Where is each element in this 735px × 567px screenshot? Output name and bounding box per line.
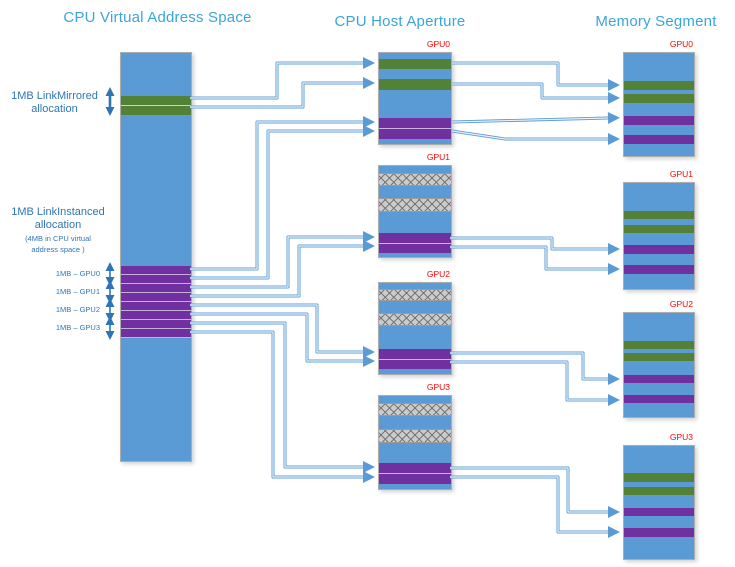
green-stripe xyxy=(624,211,694,219)
green-stripe xyxy=(379,79,451,90)
slice-label-gpu0: 1MB – GPU0 xyxy=(55,269,100,278)
slice-label-gpu1: 1MB – GPU1 xyxy=(55,287,100,296)
hatched-stripe xyxy=(379,173,451,186)
green-stripe xyxy=(624,341,694,349)
purple-stripe xyxy=(379,463,451,473)
purple-stripe xyxy=(624,245,694,254)
hatched-stripe xyxy=(379,198,451,212)
memory-block-gpu0 xyxy=(623,52,695,157)
hatched-stripe xyxy=(379,289,451,301)
purple-stripe xyxy=(379,118,451,128)
memory-block-gpu3 xyxy=(623,445,695,560)
stripe-separator xyxy=(379,359,451,360)
green-stripe xyxy=(624,473,694,482)
hatched-stripe xyxy=(379,403,451,416)
purple-stripe xyxy=(379,233,451,243)
link-instanced-label-line2: allocation xyxy=(34,218,82,231)
memory-block-gpu2 xyxy=(623,312,695,418)
link-mirrored-label-line1: 1MB LinkMirrored xyxy=(11,90,98,102)
title-cpu-host-aperture: CPU Host Aperture xyxy=(334,13,466,30)
purple-stripe xyxy=(624,395,694,403)
aperture-gpu1-tag: GPU1 xyxy=(426,152,450,162)
hatched-stripe xyxy=(379,429,451,443)
stripe-separator xyxy=(121,105,191,106)
green-stripe xyxy=(624,225,694,233)
link-instanced-label-line1: 1MB LinkInstanced xyxy=(11,206,105,218)
purple-stripe xyxy=(379,474,451,484)
title-memory-segment: Memory Segment xyxy=(595,13,717,30)
link-instanced-label: 1MB LinkInstanced allocation (4MB in CPU… xyxy=(6,206,110,255)
cpu-vas-bar xyxy=(120,52,192,462)
aperture-gpu2-tag: GPU2 xyxy=(426,269,450,279)
link-instanced-stripe-band xyxy=(121,266,191,338)
green-stripe xyxy=(379,59,451,69)
purple-stripe xyxy=(624,135,694,144)
aperture-block-gpu3 xyxy=(378,395,452,490)
hatched-stripe xyxy=(379,313,451,326)
title-cpu-virtual-address-space: CPU Virtual Address Space xyxy=(63,9,252,26)
memory-gpu3-tag: GPU3 xyxy=(669,432,693,442)
memory-gpu0-tag: GPU0 xyxy=(669,39,693,49)
link-instanced-note-line1: (4MB in CPU virtual xyxy=(25,234,91,244)
green-stripe xyxy=(624,94,694,103)
link-mirrored-stripe-1 xyxy=(121,96,191,105)
slice-label-gpu3: 1MB – GPU3 xyxy=(55,323,100,332)
link-mirrored-stripe-2 xyxy=(121,106,191,115)
memory-gpu2-tag: GPU2 xyxy=(669,299,693,309)
aperture-block-gpu0 xyxy=(378,52,452,145)
aperture-to-memory-connectors xyxy=(450,61,620,538)
aperture-block-gpu2 xyxy=(378,282,452,375)
stripe-separator xyxy=(379,128,451,129)
purple-stripe xyxy=(624,528,694,537)
green-stripe xyxy=(624,487,694,495)
purple-stripe xyxy=(624,375,694,383)
purple-stripe xyxy=(379,360,451,369)
link-instanced-note-line2: address space ) xyxy=(31,244,85,254)
purple-stripe xyxy=(624,508,694,516)
slice-label-gpu2: 1MB – GPU2 xyxy=(55,305,100,314)
stripe-separator xyxy=(379,243,451,244)
stripe-separator xyxy=(379,473,451,474)
memory-block-gpu1 xyxy=(623,182,695,290)
purple-stripe xyxy=(624,116,694,125)
green-stripe xyxy=(624,353,694,361)
purple-stripe xyxy=(624,265,694,274)
memory-gpu1-tag: GPU1 xyxy=(669,169,693,179)
purple-stripe xyxy=(379,129,451,139)
link-mirrored-label-line2: allocation xyxy=(31,102,78,115)
green-stripe xyxy=(624,81,694,90)
purple-stripe xyxy=(379,349,451,359)
aperture-gpu0-tag: GPU0 xyxy=(426,39,450,49)
vas-to-aperture-connectors xyxy=(190,57,375,483)
aperture-block-gpu1 xyxy=(378,165,452,258)
link-mirrored-label: 1MB LinkMirrored allocation xyxy=(6,90,103,115)
purple-stripe xyxy=(379,244,451,253)
aperture-gpu3-tag: GPU3 xyxy=(426,382,450,392)
